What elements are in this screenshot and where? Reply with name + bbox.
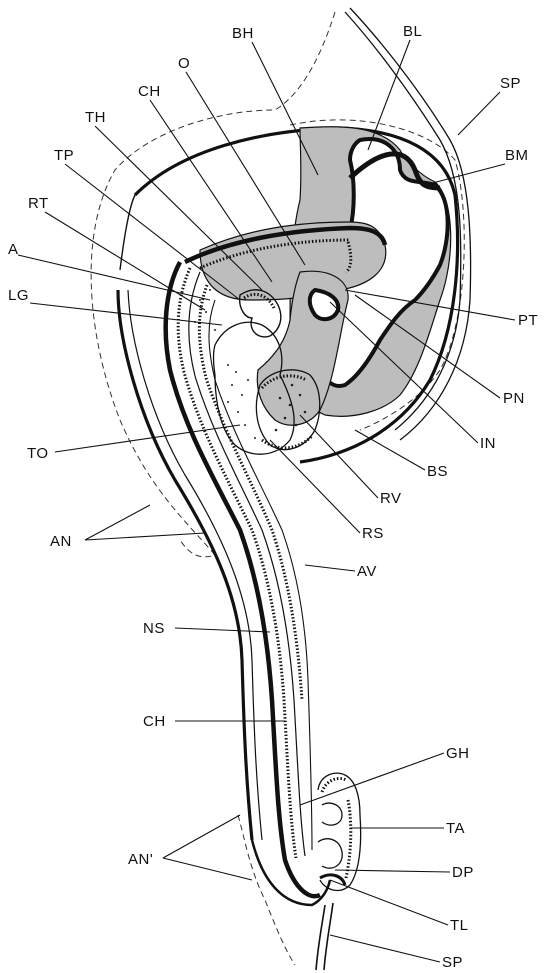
label-GH: GH: [446, 745, 470, 762]
label-TH: TH: [85, 109, 106, 126]
label-BL: BL: [403, 23, 422, 40]
label-CH-top: CH: [138, 83, 161, 100]
label-NS: NS: [143, 620, 165, 637]
label-PN: PN: [503, 390, 525, 407]
label-TP: TP: [54, 147, 74, 164]
label-SP-top: SP: [500, 75, 521, 92]
label-TA: TA: [446, 820, 465, 837]
label-LG: LG: [8, 287, 29, 304]
label-A: A: [8, 241, 19, 258]
amnion-outline: [91, 12, 464, 965]
label-BS: BS: [427, 463, 448, 480]
label-IN: IN: [480, 435, 496, 452]
label-AV: AV: [357, 563, 377, 580]
label-AN-prime: AN': [128, 851, 153, 868]
leader-lines: [18, 40, 515, 962]
label-DP: DP: [452, 864, 474, 881]
label-RT: RT: [28, 195, 49, 212]
label-BH: BH: [232, 25, 254, 42]
label-O: O: [178, 55, 190, 72]
label-TL: TL: [450, 917, 469, 934]
label-AN: AN: [50, 533, 72, 550]
label-RV: RV: [380, 490, 402, 507]
brain-region: [185, 127, 451, 426]
label-BM: BM: [505, 147, 529, 164]
label-RS: RS: [362, 525, 384, 542]
label-SP-bottom: SP: [442, 954, 463, 971]
label-CH-mid: CH: [143, 713, 166, 730]
label-TO: TO: [27, 445, 49, 462]
label-PT: PT: [518, 312, 538, 329]
labels: BH BL O SP CH BM TH TP RT A LG PT PN IN …: [8, 23, 538, 971]
